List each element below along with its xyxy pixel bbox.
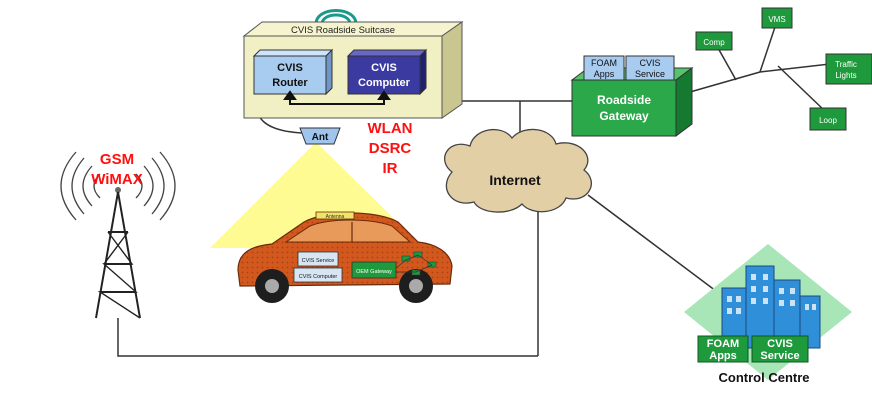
computer-box-side: [419, 48, 427, 96]
router-label-line2: Router: [272, 77, 308, 89]
control-app-foam-line2: Apps: [709, 350, 737, 362]
suitcase-title: CVIS Roadside Suitcase: [291, 25, 395, 36]
signal-arcs: [60, 151, 176, 221]
wireless-line1: WLAN: [368, 120, 413, 137]
cellular-line1: GSM: [100, 151, 134, 168]
router-box-side: [325, 48, 333, 96]
computer-label-line1: CVIS: [371, 62, 397, 74]
device-loop-label: Loop: [819, 116, 837, 125]
gateway-front: [571, 79, 677, 137]
router-box: [253, 55, 327, 95]
vehicle: Antenna CVIS Service CVIS Computer OEM G…: [237, 211, 453, 303]
control-centre-buildings: [721, 265, 821, 349]
gateway-app-foam-line2: Apps: [594, 69, 615, 79]
cell-tower: [60, 151, 176, 319]
link-tower-ground: [117, 318, 538, 357]
control-app-cvis-line1: CVIS: [767, 338, 793, 350]
wireless-line3: IR: [383, 160, 398, 177]
gateway-app-cvis-line2: Service: [635, 69, 665, 79]
router-box-top: [252, 49, 334, 57]
computer-box: [347, 55, 421, 95]
control-app-cvis-line2: Service: [760, 350, 799, 362]
car-cvis-service-box: [297, 251, 339, 267]
gateway-label-line1: Roadside: [597, 93, 651, 107]
car-roof-antenna-label: Antenna: [326, 214, 345, 220]
router-label-line1: CVIS: [277, 62, 303, 74]
suitcase-handle: [314, 9, 358, 25]
car-cvis-computer-label: CVIS Computer: [299, 274, 338, 280]
gateway-label-line2: Gateway: [599, 109, 649, 123]
control-app-foam-line1: FOAM: [707, 338, 739, 350]
control-app-foam: [697, 335, 749, 363]
car-cvis-service-label: CVIS Service: [302, 258, 335, 264]
gateway-app-foam-line1: FOAM: [591, 58, 617, 68]
device-traffic-line1: Traffic: [835, 60, 857, 69]
suitcase-side: [441, 21, 463, 119]
device-vms: [761, 7, 793, 29]
control-centre-label: Control Centre: [719, 370, 810, 385]
car-oem-gateway-box: [351, 261, 397, 279]
link-internet-control-centre: [587, 194, 729, 301]
gateway-app-cvis-line1: CVIS: [639, 58, 660, 68]
device-comp: [695, 31, 733, 51]
router-computer-link: [283, 90, 391, 105]
antenna: Ant: [299, 127, 341, 145]
car-oem-gateway-label: OEM Gateway: [356, 269, 392, 275]
field-devices: VMS Comp Traffic Lights Loop: [695, 7, 872, 131]
gateway-side: [675, 67, 693, 137]
gateway-app-foam: [583, 55, 625, 81]
internet-cloud: Internet: [444, 128, 592, 213]
device-traffic-lights: [825, 53, 872, 85]
cellular-line2: WiMAX: [91, 171, 143, 188]
computer-label-line2: Computer: [358, 77, 411, 89]
field-device-links: [689, 23, 831, 113]
antenna-label: Ant: [312, 132, 329, 143]
device-vms-label: VMS: [768, 15, 785, 24]
internet-label: Internet: [489, 172, 541, 188]
car-cvis-computer-box: [293, 267, 343, 283]
car-roof-antenna: [315, 211, 355, 220]
computer-box-top: [346, 49, 428, 57]
gateway-app-cvis: [625, 55, 675, 81]
wireless-line2: DSRC: [369, 140, 412, 157]
car-window: [284, 219, 412, 243]
control-app-cvis: [751, 335, 809, 363]
roadside-gateway: Roadside Gateway FOAM Apps CVIS Service: [570, 55, 694, 137]
device-loop: [809, 107, 847, 131]
cellular-label: GSM WiMAX: [91, 151, 143, 188]
roadside-suitcase: CVIS Roadside Suitcase CVIS Router CVIS …: [242, 9, 464, 119]
wireless-label: WLAN DSRC IR: [368, 120, 413, 177]
control-centre: FOAM Apps CVIS Service Control Centre: [684, 244, 852, 385]
device-comp-label: Comp: [703, 38, 725, 47]
device-traffic-line2: Lights: [835, 71, 856, 80]
